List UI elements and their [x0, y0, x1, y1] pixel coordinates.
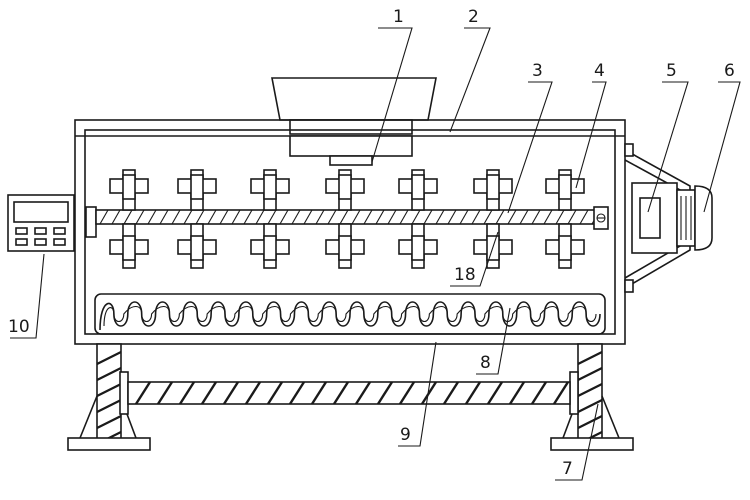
- paddle-upper: [177, 169, 217, 211]
- feed-hopper: [271, 77, 437, 135]
- paddle-lower: [325, 223, 365, 269]
- label-9: 9: [400, 425, 411, 445]
- cross-beam: [127, 381, 571, 405]
- label-8: 8: [480, 353, 491, 373]
- feed-outlet: [329, 155, 373, 166]
- paddle-upper: [325, 169, 365, 211]
- paddle-upper: [398, 169, 438, 211]
- paddle-upper: [250, 169, 290, 211]
- part-labels: 1 2 3 4 5 6 7 8 9 10 18: [8, 7, 735, 479]
- label-1: 1: [393, 7, 404, 27]
- paddle-upper: [545, 169, 585, 211]
- paddle-upper: [473, 169, 513, 211]
- paddle-upper: [109, 169, 149, 211]
- coupling: [639, 197, 661, 239]
- label-7: 7: [562, 459, 573, 479]
- label-3: 3: [532, 61, 543, 81]
- paddle-lower: [177, 223, 217, 269]
- label-6: 6: [724, 61, 735, 81]
- stirring-paddles: [109, 169, 585, 269]
- drive-motor: [631, 182, 713, 254]
- paddle-lower: [545, 223, 585, 269]
- label-5: 5: [666, 61, 677, 81]
- label-18: 18: [454, 265, 476, 285]
- heating-coil: [94, 293, 606, 335]
- display-screen: [13, 201, 69, 223]
- control-panel: [7, 194, 75, 252]
- paddle-lower: [398, 223, 438, 269]
- paddle-lower: [250, 223, 290, 269]
- support-legs: [67, 343, 634, 451]
- paddle-lower: [109, 223, 149, 269]
- leader-lines: [10, 27, 741, 481]
- label-2: 2: [468, 7, 479, 27]
- label-10: 10: [8, 317, 30, 337]
- label-4: 4: [594, 61, 605, 81]
